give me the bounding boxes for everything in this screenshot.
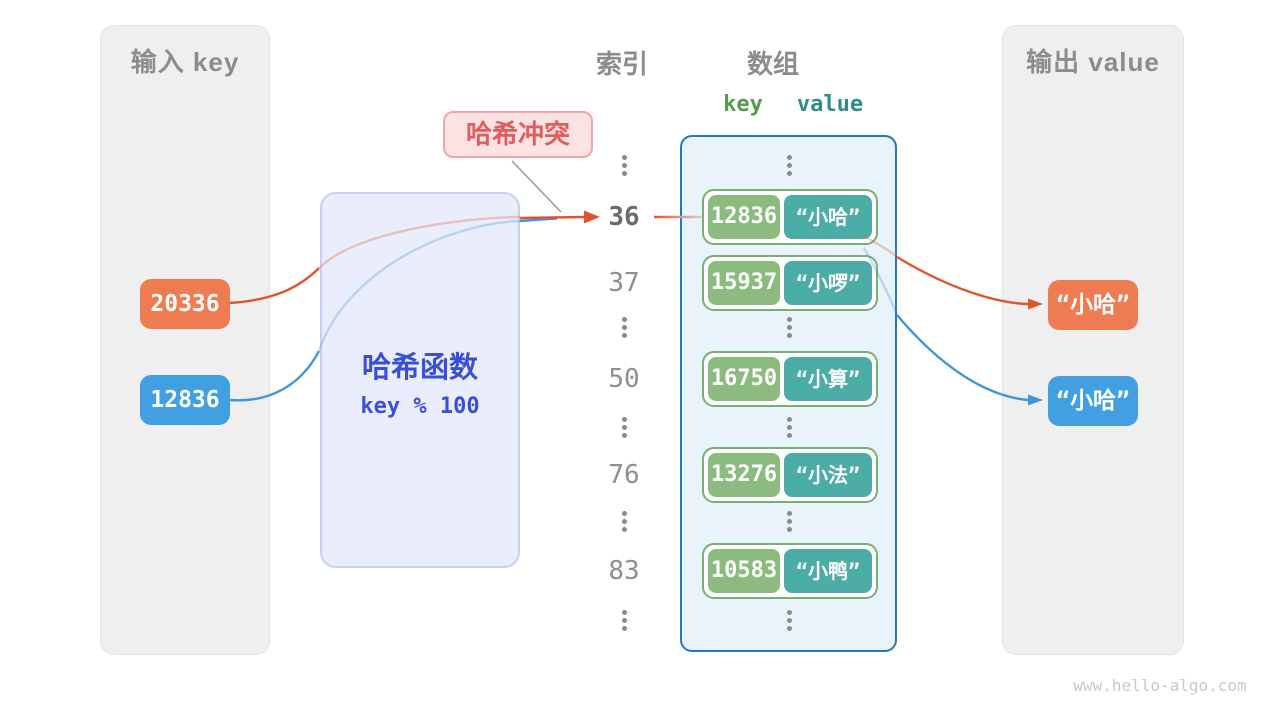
blue-exit-sliver (519, 217, 558, 223)
input-key-20336: 20336 (140, 279, 230, 329)
key-value-header: key value (705, 92, 875, 117)
array-key-cell: 10583 (708, 549, 780, 593)
ellipsis-dot (621, 519, 627, 524)
ellipsis-dot (786, 618, 792, 623)
array-row-15937: 15937“小啰” (702, 255, 878, 311)
hash-collision-label: 哈希冲突 (443, 111, 593, 158)
array-vertical-ellipsis (777, 417, 801, 438)
index-vertical-ellipsis (612, 155, 636, 176)
index-37: 37 (608, 268, 640, 298)
output-panel (1002, 25, 1184, 655)
ellipsis-dot (786, 325, 792, 330)
array-value-cell: “小算” (784, 357, 872, 401)
array-key-cell: 13276 (708, 453, 780, 497)
index-76: 76 (608, 460, 640, 490)
input-panel (100, 25, 270, 655)
array-value-cell: “小鸭” (784, 549, 872, 593)
input-key-12836: 12836 (140, 375, 230, 425)
value-header-label: value (796, 92, 864, 117)
array-row-13276: 13276“小法” (702, 447, 878, 503)
ellipsis-dot (786, 433, 792, 438)
ellipsis-dot (621, 433, 627, 438)
ellipsis-dot (621, 610, 627, 615)
index-36: 36 (608, 202, 640, 232)
ellipsis-dot (786, 511, 792, 516)
array-vertical-ellipsis (777, 317, 801, 338)
output-value-blue: “小哈” (1048, 376, 1138, 426)
index-36-arrow-line (519, 215, 585, 220)
ellipsis-dot (621, 626, 627, 631)
ellipsis-dot (621, 325, 627, 330)
ellipsis-dot (786, 155, 792, 160)
array-row-12836: 12836“小哈” (702, 189, 878, 245)
index-vertical-ellipsis (612, 317, 636, 338)
ellipsis-dot (621, 527, 627, 532)
ellipsis-dot (786, 317, 792, 322)
index-vertical-ellipsis (612, 511, 636, 532)
array-value-cell: “小啰” (784, 261, 872, 305)
index-50: 50 (608, 364, 640, 394)
array-key-cell: 12836 (708, 195, 780, 239)
watermark: www.hello-algo.com (1073, 676, 1247, 695)
ellipsis-dot (621, 163, 627, 168)
hash-function-formula: key % 100 (360, 394, 480, 419)
ellipsis-dot (621, 333, 627, 338)
ellipsis-dot (786, 610, 792, 615)
ellipsis-dot (621, 618, 627, 623)
array-vertical-ellipsis (777, 610, 801, 631)
index-83: 83 (608, 556, 640, 586)
ellipsis-dot (621, 317, 627, 322)
array-key-cell: 15937 (708, 261, 780, 305)
array-column-header: 数组 (746, 49, 799, 79)
ellipsis-dot (786, 425, 792, 430)
key-header-label: key (723, 92, 763, 117)
ellipsis-dot (786, 163, 792, 168)
ellipsis-dot (621, 417, 627, 422)
ellipsis-dot (786, 527, 792, 532)
ellipsis-dot (621, 155, 627, 160)
ellipsis-dot (621, 425, 627, 430)
index-vertical-ellipsis (612, 610, 636, 631)
ellipsis-dot (621, 511, 627, 516)
array-value-cell: “小法” (784, 453, 872, 497)
ellipsis-dot (786, 333, 792, 338)
array-vertical-ellipsis (777, 511, 801, 532)
hash-function-box: 哈希函数 key % 100 (320, 192, 520, 568)
array-row-10583: 10583“小鸭” (702, 543, 878, 599)
ellipsis-dot (786, 626, 792, 631)
input-panel-title: 输入 key (130, 47, 240, 77)
output-value-orange: “小哈” (1048, 280, 1138, 330)
ellipsis-dot (786, 171, 792, 176)
array-vertical-ellipsis (777, 155, 801, 176)
array-value-cell: “小哈” (784, 195, 872, 239)
ellipsis-dot (621, 171, 627, 176)
output-panel-title: 输出 value (1026, 47, 1160, 77)
array-key-cell: 16750 (708, 357, 780, 401)
index-column-header: 索引 (595, 49, 648, 79)
ellipsis-dot (786, 519, 792, 524)
ellipsis-dot (786, 417, 792, 422)
array-row-16750: 16750“小算” (702, 351, 878, 407)
index-vertical-ellipsis (612, 417, 636, 438)
hash-function-title: 哈希函数 (361, 352, 478, 384)
